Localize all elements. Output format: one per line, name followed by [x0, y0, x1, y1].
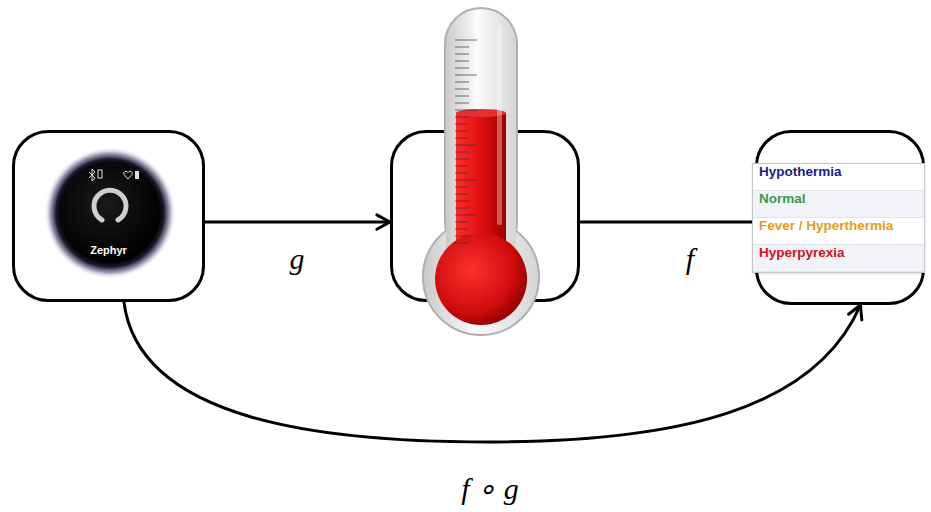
connector-arrow	[205, 215, 390, 229]
connector-line	[205, 221, 390, 224]
function-label: f	[683, 242, 697, 275]
thermometer-illustration	[415, 5, 550, 340]
category-list: HypothermiaNormalFever / HyperthermiaHyp…	[752, 163, 925, 273]
ring-icon	[94, 190, 126, 220]
bluetooth-icon	[89, 169, 95, 181]
classification-box: HypothermiaNormalFever / HyperthermiaHyp…	[755, 130, 925, 305]
function-label: f ∘ g	[458, 472, 521, 505]
glass-highlight	[497, 25, 502, 225]
category-item: Normal	[753, 191, 924, 218]
heart-icon	[124, 171, 132, 179]
thermometer-bulb	[423, 219, 539, 335]
battery-icon	[135, 171, 139, 179]
battery-icon	[98, 170, 102, 178]
connector-line	[580, 221, 755, 224]
category-item: Fever / Hyperthermia	[753, 218, 924, 245]
device-glow	[44, 147, 176, 279]
category-item: Hypothermia	[753, 164, 924, 191]
zephyr-device	[40, 143, 180, 283]
connector-arrow	[580, 222, 755, 223]
function-label: g	[287, 242, 308, 275]
scale-ticks	[455, 40, 477, 243]
device-label: Zephyr	[15, 244, 202, 256]
arrowhead	[377, 215, 390, 229]
arrowhead	[849, 305, 862, 320]
sensor-box: Zephyr	[12, 130, 205, 302]
mercury-bulb	[435, 233, 527, 325]
thermometer-box	[390, 130, 580, 302]
category-item: Hyperpyrexia	[753, 245, 924, 272]
